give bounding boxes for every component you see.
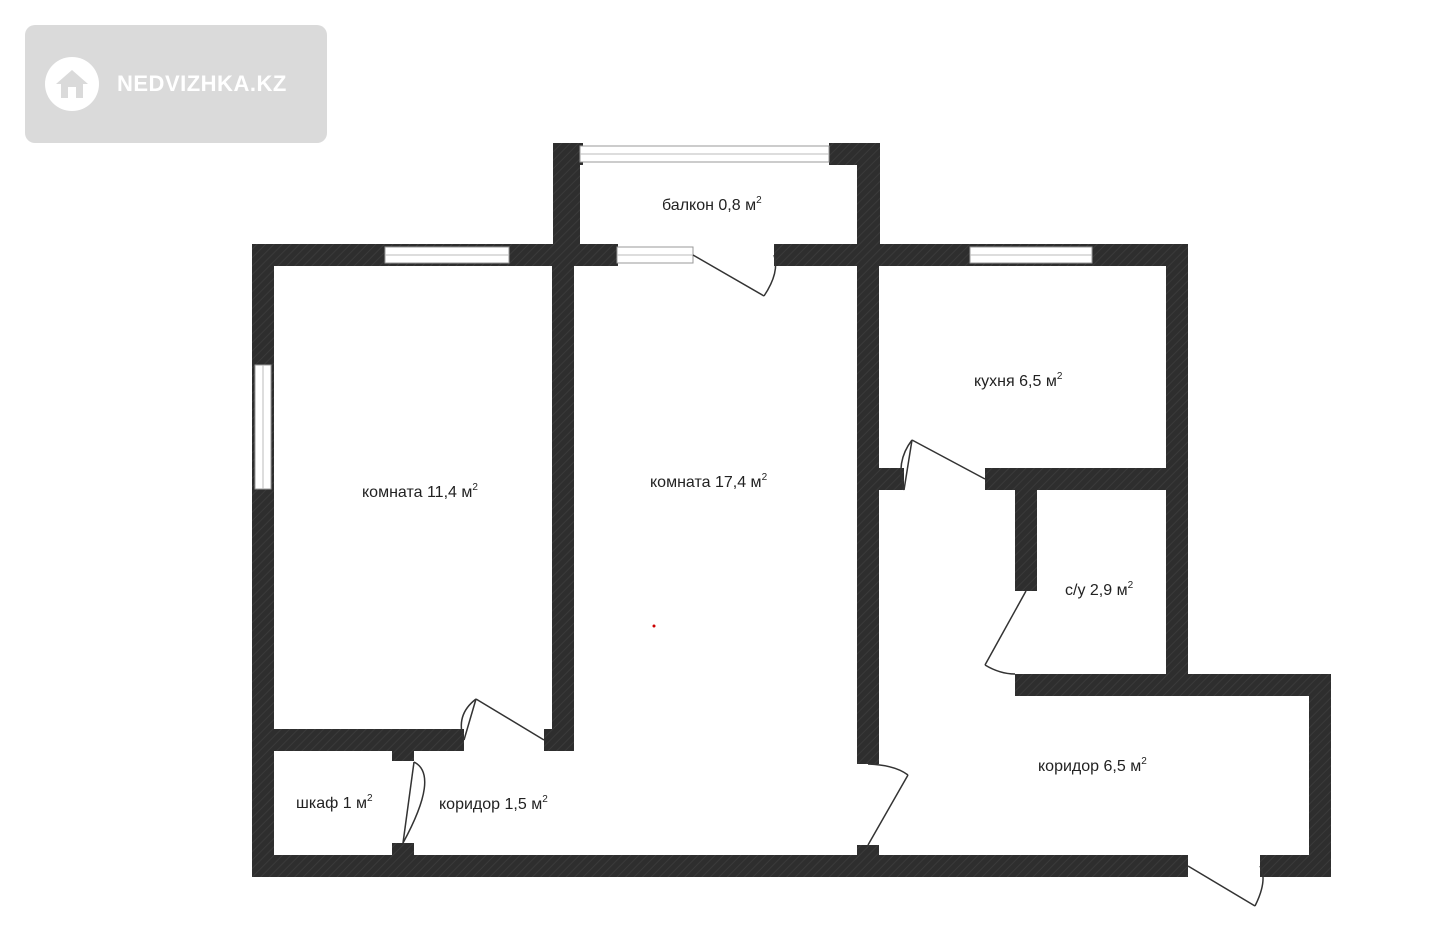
wall-corridor-right [1309,674,1331,877]
wall-room-small-bottom [252,729,464,751]
marker-dot [652,624,656,628]
wall-balcony-right [857,143,880,266]
house-icon [45,57,99,111]
wall-top-mid-left [574,244,618,266]
wall-corridor-post [857,845,879,857]
door-balcony [692,254,765,297]
wall-wardrobe-top [392,745,414,761]
label-balcony: балкон 0,8 м2 [662,195,762,214]
watermark: NEDVIZHKA.KZ [25,25,327,143]
label-bathroom: с/у 2,9 м2 [1065,580,1134,599]
wall-bottom [252,855,1188,877]
wall-corridor-top [1015,674,1331,696]
label-kitchen: кухня 6,5 м2 [974,371,1063,390]
wall-center-divider [857,244,879,764]
label-corridor-small: коридор 1,5 м2 [439,794,548,813]
label-room-small: комната 11,4 м2 [362,482,478,501]
label-wardrobe: шкаф 1 м2 [296,793,373,812]
door-kitchen [903,439,913,491]
wall-room-small-bottom-right [544,729,574,751]
wall-room-divider [552,244,574,750]
wall-wardrobe-bottom [392,843,414,857]
door-corridor [867,774,909,846]
door-wardrobe [402,761,415,844]
label-room-large: комната 17,4 м2 [650,472,768,491]
door-entrance [1187,865,1256,907]
room-labels: балкон 0,8 м2 комната 11,4 м2 комната 17… [296,195,1147,813]
door-room-small [463,698,477,741]
label-corridor-large: коридор 6,5 м2 [1038,756,1147,775]
watermark-brand: NEDVIZHKA.KZ [117,71,287,96]
wall-balcony-top-left [553,143,583,165]
wall-kitchen-bottom-left [857,468,904,490]
wall-left [252,244,274,877]
door-bathroom [984,590,1027,666]
wall-bathroom-left [1015,468,1037,591]
doors [402,254,1264,907]
